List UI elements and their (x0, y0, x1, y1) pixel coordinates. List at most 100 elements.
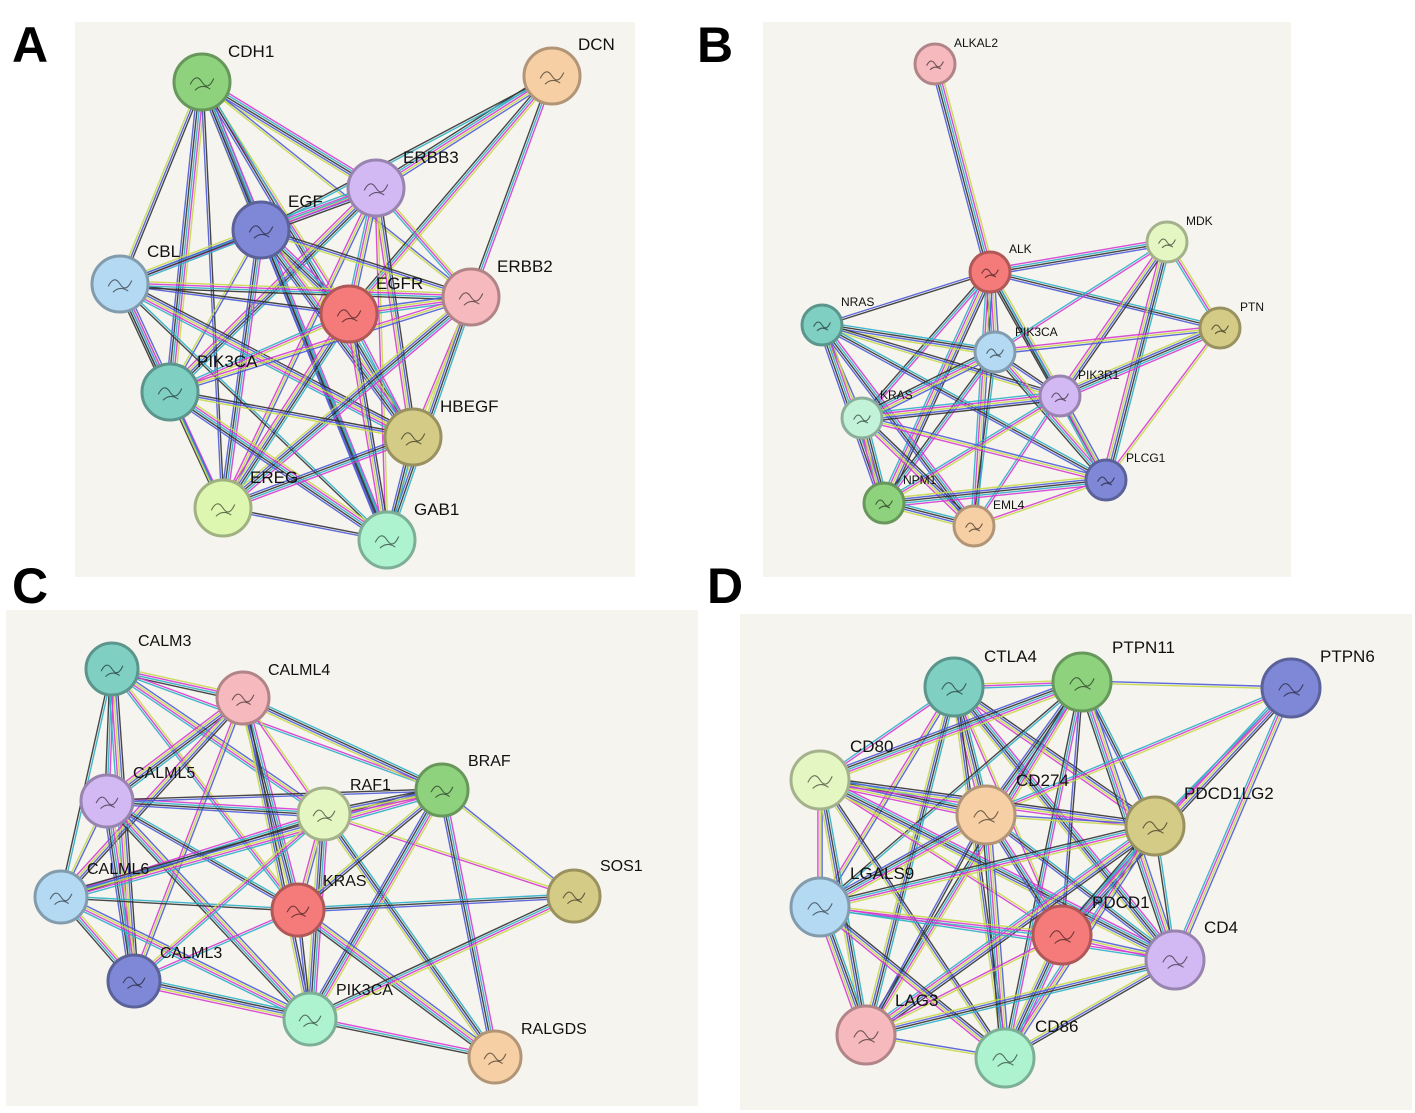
node-hbegf[interactable]: HBEGF (383, 397, 499, 467)
edge-evidence-line (376, 187, 389, 540)
edge-evidence-line (220, 186, 375, 508)
node-label: EGFR (376, 274, 423, 293)
edge-evidence-line (171, 387, 390, 538)
protein-structure-icon (853, 1030, 879, 1044)
node-ralgds[interactable]: RALGDS (467, 1021, 587, 1085)
node-label: NRAS (841, 295, 874, 309)
edges (58, 665, 576, 1061)
edge-evidence-line (106, 697, 244, 802)
edge-evidence-line (821, 904, 1008, 1057)
edge-evidence-line (951, 687, 1174, 962)
node-ptpn6[interactable]: PTPN6 (1260, 647, 1375, 719)
edge-evidence-line (995, 242, 1168, 354)
node-alk[interactable]: ALK (968, 242, 1032, 294)
node-plcg1[interactable]: PLCG1 (1084, 451, 1166, 502)
protein-structure-icon (539, 71, 565, 85)
node-calml4[interactable]: CALML4 (215, 662, 330, 726)
node-cd4[interactable]: CD4 (1144, 918, 1238, 991)
node-cd80[interactable]: CD80 (789, 737, 893, 811)
protein-structure-icon (875, 499, 893, 510)
edge-evidence-line (61, 793, 444, 902)
node-cbl[interactable]: CBL (90, 242, 180, 314)
edge-evidence-line (223, 437, 414, 510)
node-alkal2[interactable]: ALKAL2 (913, 36, 998, 86)
node-npm1[interactable]: NPM1 (862, 473, 937, 525)
node-dcn[interactable]: DCN (522, 35, 615, 106)
node-gab1[interactable]: GAB1 (357, 500, 459, 570)
node-calml3[interactable]: CALML3 (106, 945, 222, 1009)
node-label: PTN (1240, 300, 1264, 314)
protein-structure-icon (363, 183, 389, 197)
edge-evidence-line (120, 282, 472, 297)
node-egf[interactable]: EGF (231, 192, 323, 260)
edge-evidence-line (297, 789, 443, 911)
edge-evidence-line (818, 907, 1005, 1060)
edge-evidence-line (993, 352, 1106, 482)
node-ptn[interactable]: PTN (1198, 300, 1264, 350)
node-calm3[interactable]: CALM3 (84, 633, 191, 697)
node-kras[interactable]: KRAS (840, 388, 913, 440)
edge-evidence-line (131, 696, 242, 981)
protein-structure-icon (122, 976, 146, 990)
edge-raf1-sos1 (323, 812, 575, 898)
node-pdcd1lg2[interactable]: PDCD1LG2 (1124, 784, 1274, 857)
node-label: ALKAL2 (954, 36, 998, 50)
node-calml5[interactable]: CALML5 (79, 765, 195, 829)
node-cdh1[interactable]: CDH1 (172, 42, 274, 112)
node-label: CD274 (1016, 771, 1069, 790)
node-pdcd1[interactable]: PDCD1 (1031, 893, 1150, 966)
edge-evidence-line (173, 82, 207, 393)
edge-evidence-line (817, 810, 985, 904)
node-ptpn11[interactable]: PTPN11 (1051, 638, 1175, 713)
edge-evidence-line (120, 282, 389, 540)
edge-evidence-line (309, 1018, 496, 1058)
edge-braf-kras (296, 787, 444, 913)
edge-evidence-line (204, 80, 391, 540)
node-ereg[interactable]: EREG (193, 468, 298, 538)
edge-evidence-line (820, 325, 974, 528)
edge-evidence-line (930, 64, 987, 274)
node-pik3ca[interactable]: PIK3CA (282, 982, 393, 1047)
edge-evidence-line (819, 822, 1155, 905)
edge-evidence-line (866, 960, 1176, 1037)
edge-evidence-line (200, 83, 376, 191)
node-mdk[interactable]: MDK (1145, 214, 1213, 264)
node-cd274[interactable]: CD274 (955, 771, 1069, 846)
edge-evidence-line (199, 84, 375, 193)
protein-structure-icon (1142, 821, 1168, 835)
node-label: EREG (250, 468, 298, 487)
edge-cd4-lag3 (865, 956, 1176, 1039)
node-erbb2[interactable]: ERBB2 (441, 257, 553, 327)
node-erbb3[interactable]: ERBB3 (346, 148, 459, 218)
edge-evidence-line (169, 294, 471, 391)
node-kras[interactable]: KRAS (270, 873, 367, 938)
node-lgals9[interactable]: LGALS9 (789, 864, 914, 938)
edge-pik3r1-kras (861, 391, 1061, 423)
node-eml4[interactable]: EML4 (952, 498, 1025, 548)
node-lag3[interactable]: LAG3 (835, 991, 938, 1066)
edge-sos1-pik3ca (308, 892, 576, 1023)
node-pik3r1[interactable]: PIK3R1 (1038, 368, 1120, 418)
node-pik3ca[interactable]: PIK3CA (973, 325, 1058, 374)
node-sos1[interactable]: SOS1 (546, 858, 643, 924)
node-calml6[interactable]: CALML6 (33, 861, 149, 925)
edge-evidence-line (440, 790, 495, 1058)
node-egfr[interactable]: EGFR (319, 274, 423, 344)
edge-evidence-line (860, 418, 974, 528)
edge-evidence-line (134, 976, 312, 1016)
edge-evidence-line (820, 683, 1083, 783)
node-pik3ca[interactable]: PIK3CA (140, 352, 258, 422)
node-braf[interactable]: BRAF (414, 753, 511, 818)
node-cd86[interactable]: CD86 (974, 1017, 1078, 1089)
edge-evidence-line (106, 800, 135, 982)
node-raf1[interactable]: RAF1 (296, 777, 391, 842)
node-nras[interactable]: NRAS (800, 295, 874, 347)
protein-structure-icon (336, 309, 362, 323)
edge-evidence-line (820, 777, 1177, 959)
edge-evidence-line (861, 393, 1060, 417)
edge-evidence-line (1004, 959, 1176, 1059)
node-label: LGALS9 (850, 864, 914, 883)
node-ctla4[interactable]: CTLA4 (923, 647, 1037, 718)
